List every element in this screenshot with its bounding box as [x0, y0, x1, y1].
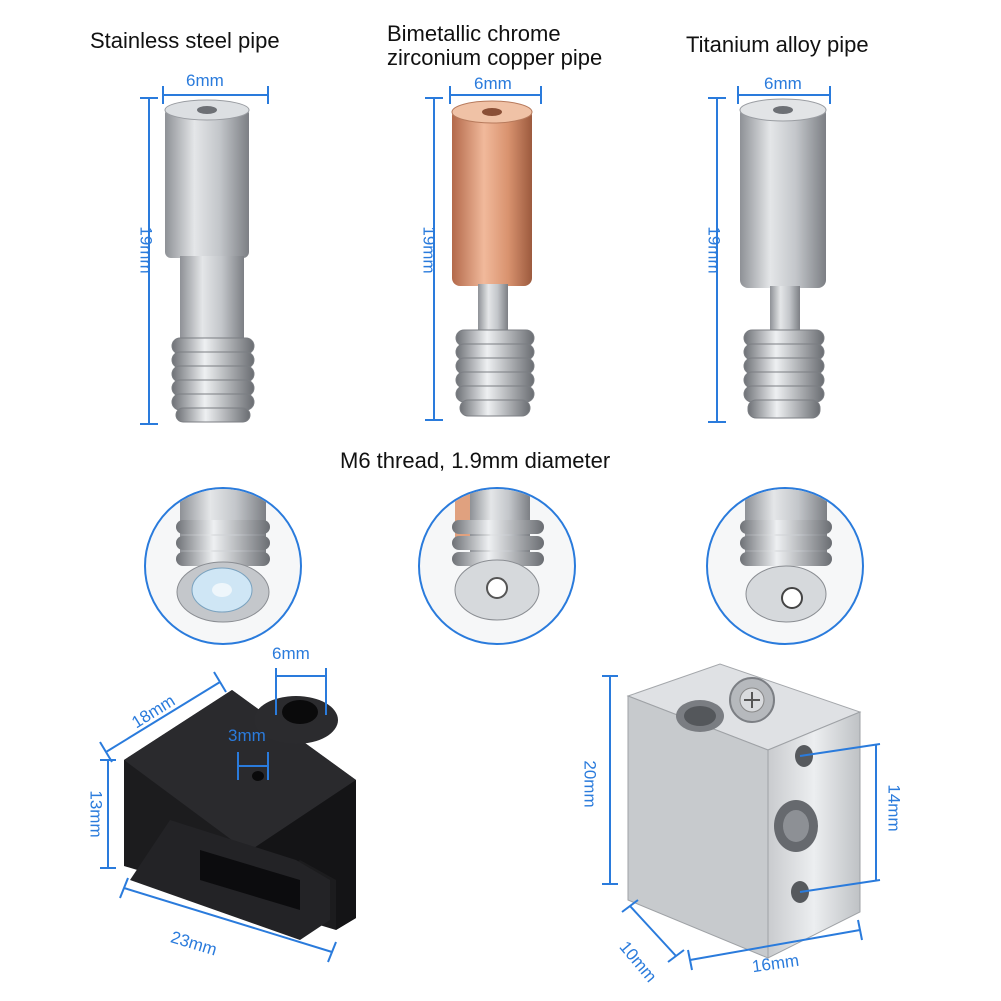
stainless-steel-pipe: [164, 99, 255, 423]
copper-title-line1: Bimetallic chrome: [387, 21, 561, 46]
thread-closeup-stainless: [144, 487, 302, 645]
sock-dimension-lines: [99, 668, 337, 963]
pipe-dimension-lines: [140, 86, 831, 425]
silicone-sock: [124, 690, 356, 940]
sock-height-label: 13mm: [86, 790, 106, 838]
stainless-height-label: 19mm: [136, 226, 156, 274]
titanium-pipe: [739, 98, 827, 419]
block-hole-spacing-label: 14mm: [884, 784, 904, 832]
titanium-title: Titanium alloy pipe: [686, 32, 869, 57]
copper-title: Bimetallic chrome zirconium copper pipe: [387, 22, 602, 70]
thread-closeup-copper: [418, 487, 576, 645]
sock-hole-label: 3mm: [228, 726, 266, 745]
titanium-height-label: 19mm: [704, 226, 724, 274]
block-dimension-lines: [602, 675, 881, 971]
stainless-width-label: 6mm: [186, 71, 224, 90]
heater-block: [626, 663, 862, 959]
sock-top-label: 6mm: [272, 644, 310, 663]
copper-width-label: 6mm: [474, 74, 512, 93]
copper-title-line2: zirconium copper pipe: [387, 45, 603, 70]
thread-caption: M6 thread, 1.9mm diameter: [340, 448, 611, 473]
copper-height-label: 19mm: [419, 226, 439, 274]
titanium-width-label: 6mm: [764, 74, 802, 93]
copper-pipe: [451, 100, 535, 417]
thread-closeup-titanium: [706, 487, 864, 645]
block-height-label: 20mm: [580, 760, 600, 808]
stainless-title: Stainless steel pipe: [90, 28, 280, 53]
